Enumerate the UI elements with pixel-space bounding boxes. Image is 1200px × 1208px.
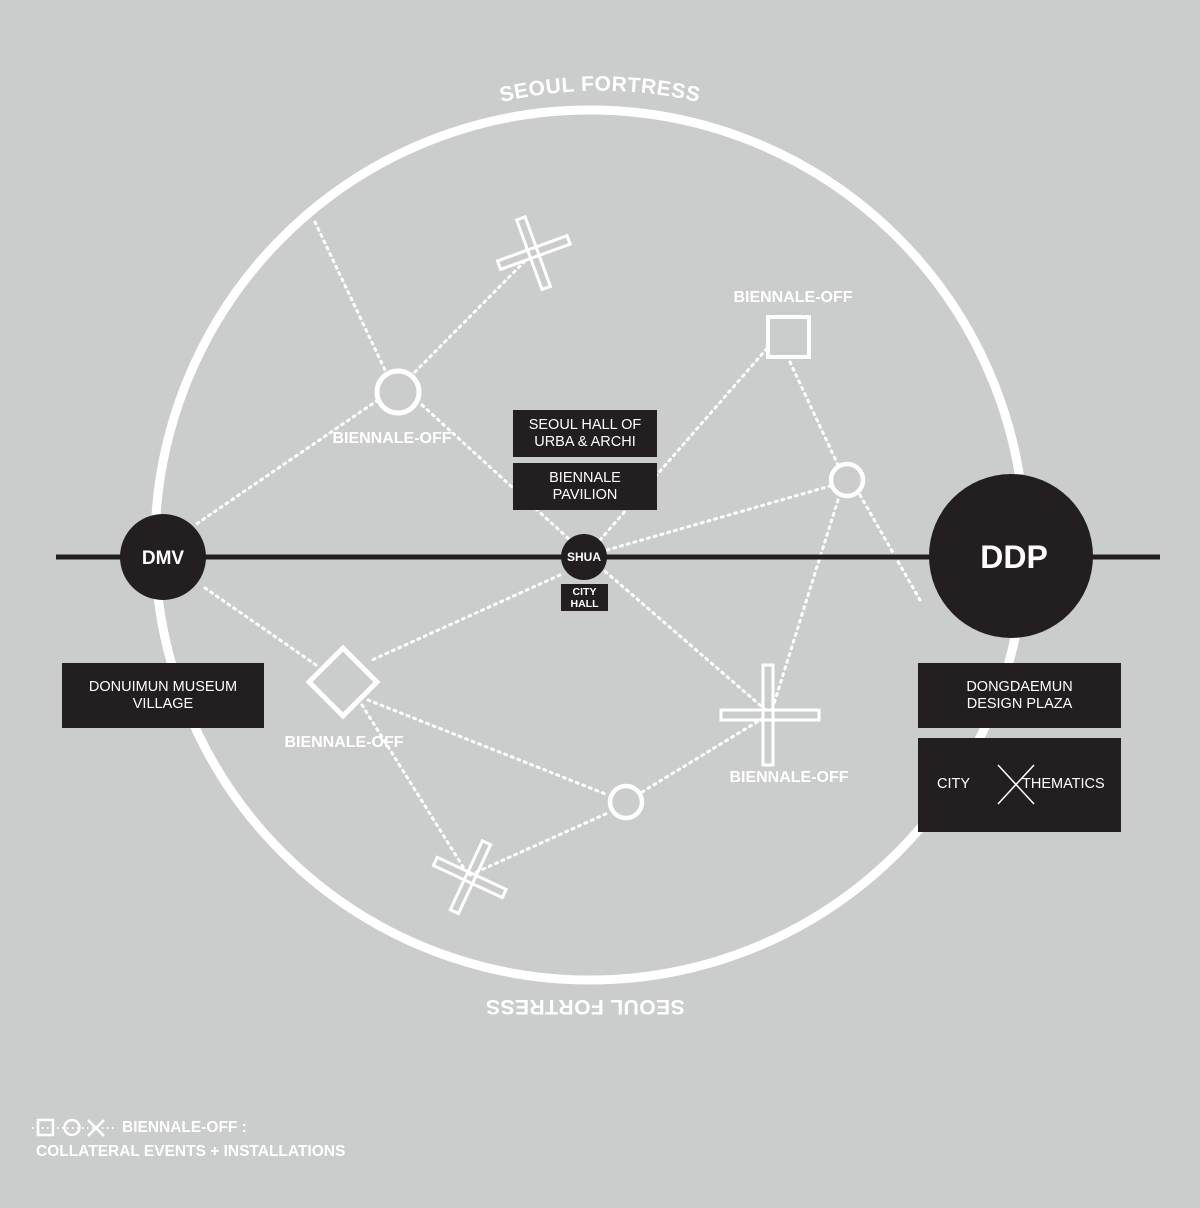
shua-node bbox=[561, 534, 607, 580]
biennale-off-label-bottom-right: BIENNALE-OFF bbox=[729, 769, 848, 786]
network-lines bbox=[193, 220, 922, 877]
donuimun-box: DONUIMUN MUSEUM VILLAGE bbox=[62, 663, 264, 728]
legend-symbols-icon bbox=[32, 1118, 114, 1137]
shua-label: SHUA bbox=[567, 550, 601, 564]
circle-marker-bottom-icon bbox=[607, 783, 645, 821]
dmv-label: DMV bbox=[142, 548, 185, 569]
city-label: CITY bbox=[937, 776, 971, 792]
legend: BIENNALE-OFF : COLLATERAL EVENTS + INSTA… bbox=[30, 1116, 345, 1161]
biennale-pavilion-box: BIENNALE PAVILION bbox=[513, 463, 657, 510]
legend-title: BIENNALE-OFF : bbox=[122, 1119, 247, 1136]
dongdaemun-box: DONGDAEMUN DESIGN PLAZA bbox=[918, 663, 1121, 728]
circle-marker-top-left-icon bbox=[374, 368, 422, 416]
ddp-node bbox=[929, 474, 1093, 638]
cross-marker-bottom-icon bbox=[431, 838, 509, 916]
square-marker-top-right-icon bbox=[766, 315, 811, 359]
biennale-off-label-top-left: BIENNALE-OFF bbox=[332, 430, 451, 447]
dmv-node bbox=[120, 514, 206, 600]
x-divider-icon bbox=[997, 764, 1035, 805]
biennale-off-label-bottom-left: BIENNALE-OFF bbox=[284, 734, 403, 751]
legend-description: COLLATERAL EVENTS + INSTALLATIONS bbox=[36, 1143, 346, 1160]
fortress-label-bottom: SEOUL FORTRESS bbox=[485, 995, 684, 1018]
cross-marker-bottom-right-icon bbox=[719, 663, 821, 767]
diamond-marker-left-icon bbox=[305, 644, 381, 720]
cross-marker-top-icon bbox=[495, 214, 573, 292]
circle-marker-right-icon bbox=[828, 461, 866, 499]
ddp-label: DDP bbox=[980, 539, 1048, 575]
thematics-label: THEMATICS bbox=[1022, 776, 1105, 792]
city-hall-box: CITY HALL bbox=[561, 584, 608, 611]
biennale-off-label-top-right: BIENNALE-OFF bbox=[733, 289, 852, 306]
seoul-hall-box: SEOUL HALL OF URBA & ARCHI bbox=[513, 410, 657, 457]
fortress-label-top: SEOUL FORTRESS bbox=[497, 73, 702, 107]
city-thematics-box: CITY THEMATICS bbox=[918, 738, 1121, 832]
